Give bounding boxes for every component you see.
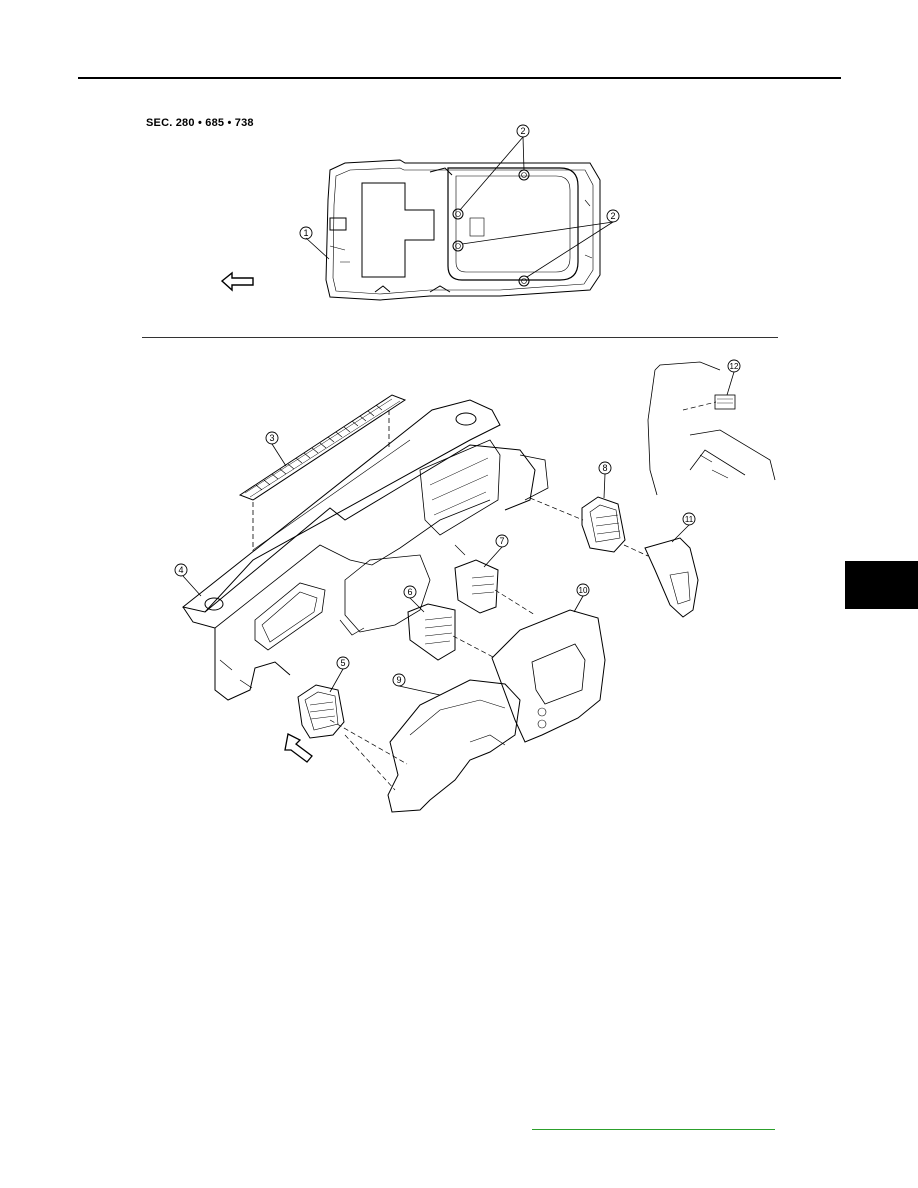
cluster-lid [387, 679, 521, 813]
instrument-panel [181, 399, 549, 701]
header-rule [78, 77, 841, 79]
view-direction-arrow-icon [284, 733, 313, 763]
section-code: SEC. 280 • 685 • 738 [146, 117, 254, 129]
callout-10: 10 [579, 586, 588, 595]
callout-leader-lines [182, 371, 735, 696]
callout-4: 4 [178, 565, 183, 575]
side-vent-right [581, 496, 626, 553]
callout-3: 3 [269, 433, 274, 443]
front-arrow-icon [220, 271, 254, 292]
callout-9: 9 [396, 675, 401, 685]
side-vent-left [297, 684, 345, 739]
section-index-tab[interactable] [845, 561, 918, 609]
exploded-guide-lines [329, 401, 717, 791]
callout-8: 8 [602, 463, 607, 473]
side-finisher [644, 537, 699, 618]
callout-2-lower: 2 [610, 211, 615, 221]
callout-2-upper: 2 [520, 126, 525, 136]
callout-11: 11 [685, 515, 694, 524]
leader-lines-top [305, 136, 614, 278]
callout-7: 7 [499, 536, 504, 546]
footer-link-underline[interactable] [532, 1129, 775, 1130]
callout-12: 12 [730, 362, 739, 371]
center-vent-lower [407, 603, 456, 661]
callout-5: 5 [340, 658, 345, 668]
center-finisher [491, 609, 606, 743]
headlining-panel [325, 159, 601, 301]
center-vent-upper [454, 559, 499, 614]
callout-circles [174, 124, 741, 687]
callout-1: 1 [303, 228, 308, 238]
defroster-grille [238, 394, 407, 501]
callout-6: 6 [407, 587, 412, 597]
section-divider [142, 337, 778, 338]
door-trim-inset [647, 361, 776, 496]
defroster-guide-lines [252, 410, 390, 551]
